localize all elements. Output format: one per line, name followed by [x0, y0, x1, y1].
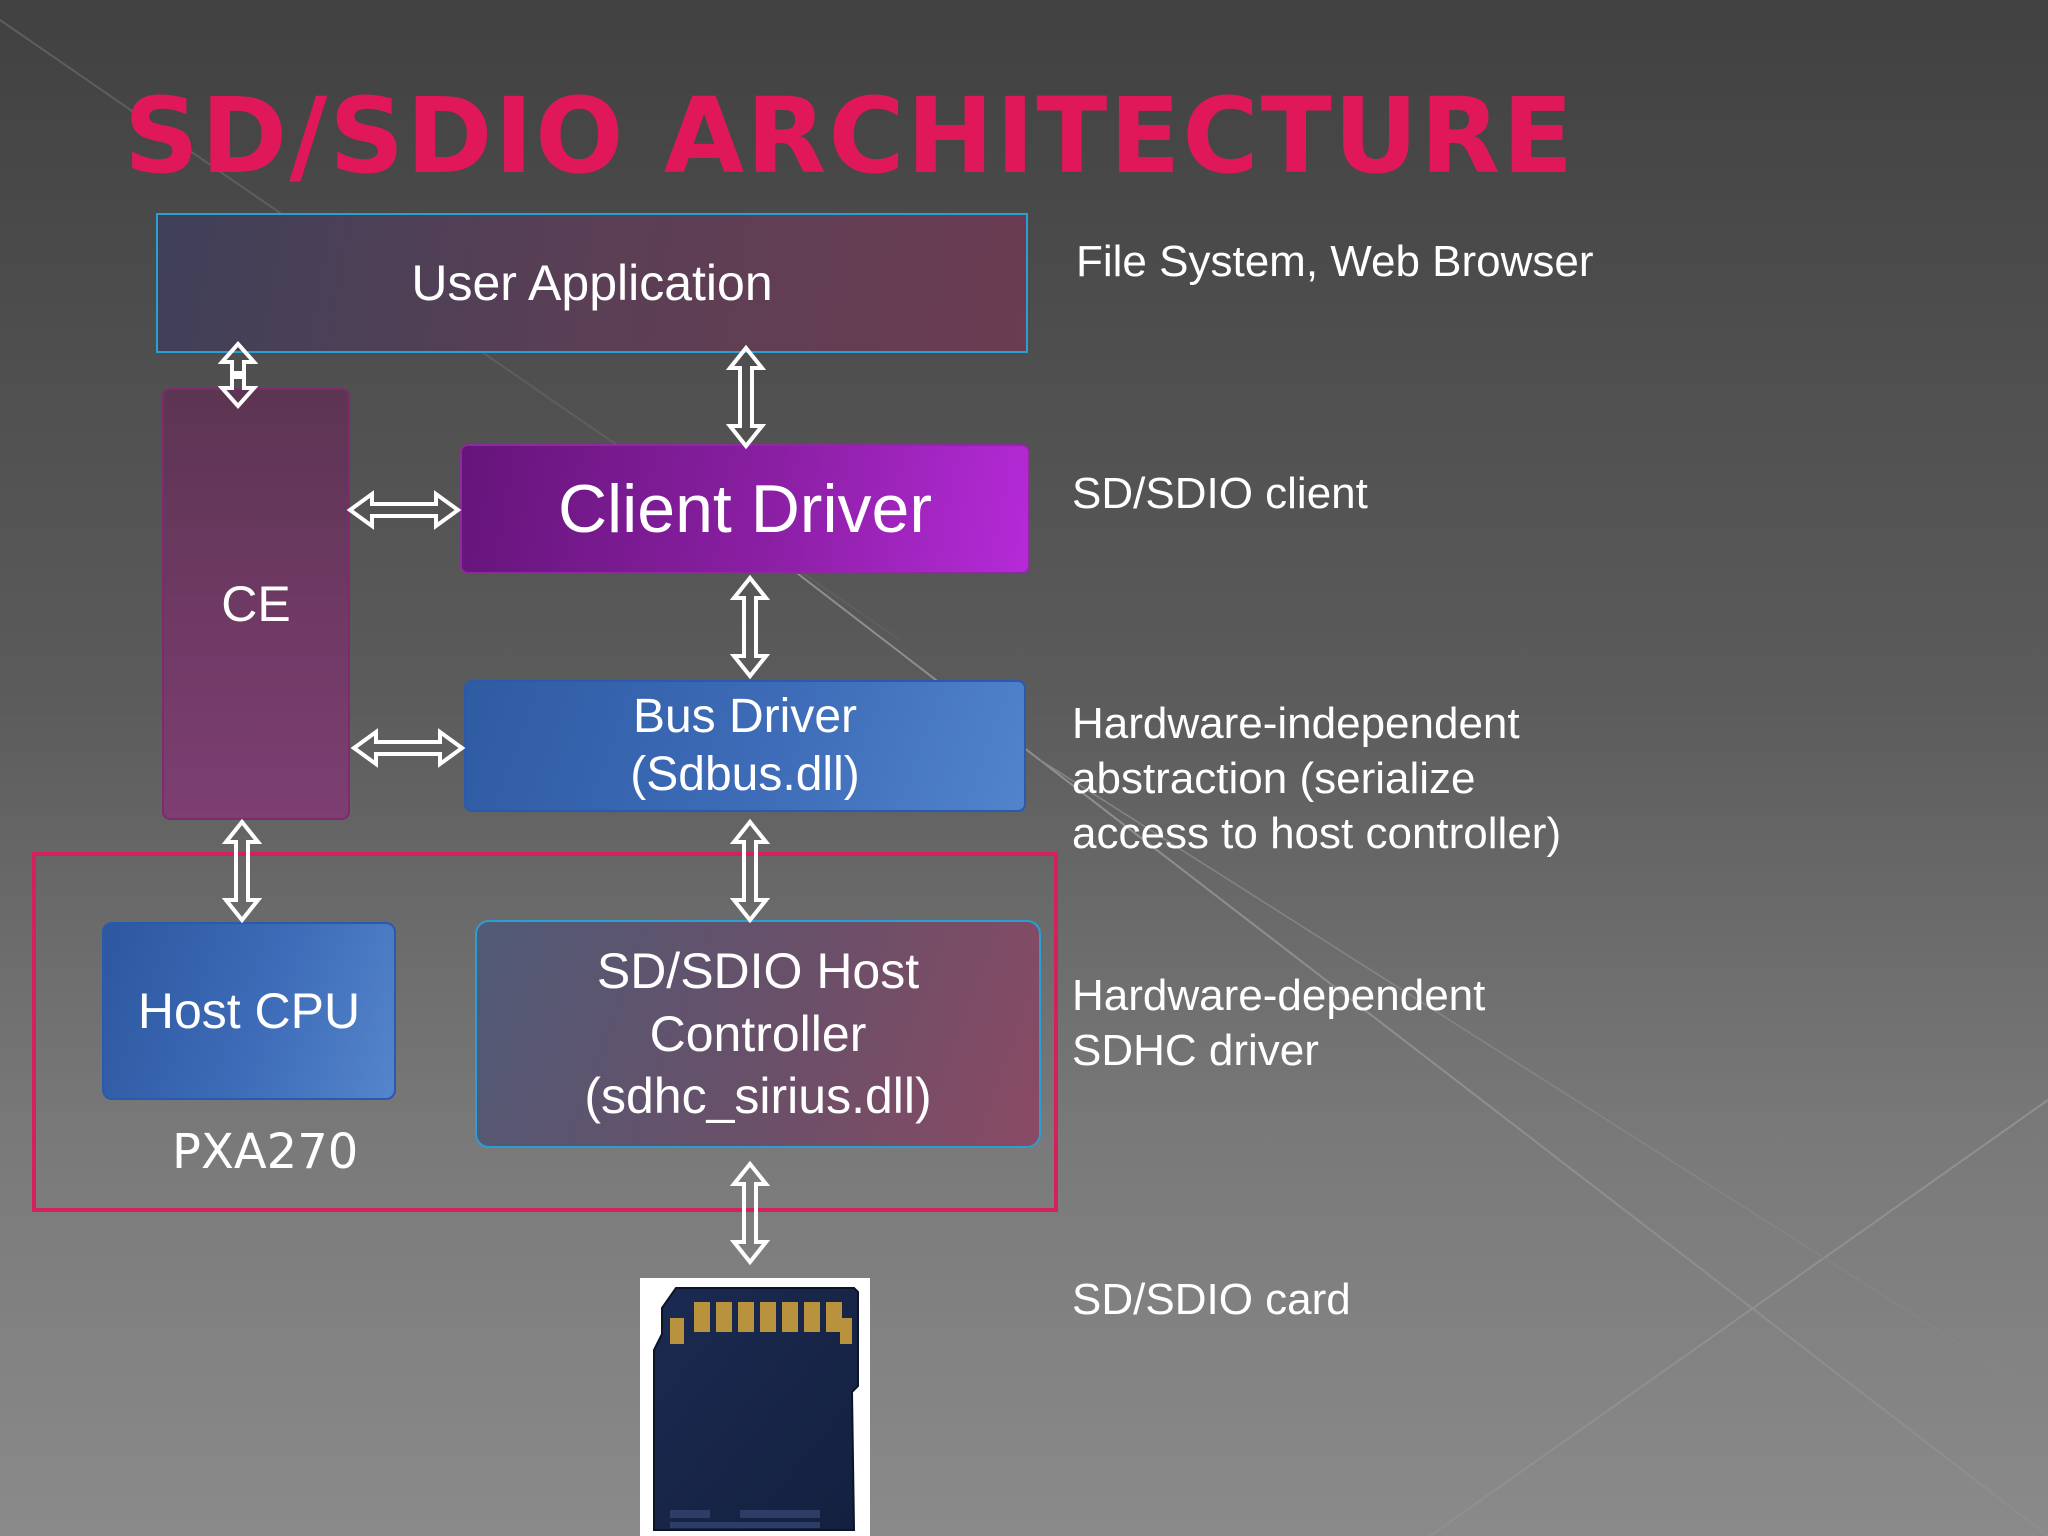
host-controller-box: SD/SDIO Host Controller (sdhc_sirius.dll…	[475, 920, 1041, 1148]
bus-driver-box: Bus Driver (Sdbus.dll)	[464, 680, 1026, 812]
double-arrow-icon-userapp-client	[726, 344, 766, 450]
host-cpu-box: Host CPU	[102, 922, 396, 1100]
double-arrow-icon-hostcontroller-card	[730, 1160, 770, 1266]
note-host: Hardware-dependent SDHC driver	[1072, 971, 1486, 1075]
note-card: SD/SDIO card	[1072, 1275, 1351, 1324]
host-controller-line1: SD/SDIO Host	[596, 943, 920, 1000]
host-controller-dll: (sdhc_sirius.dll)	[584, 1068, 932, 1125]
host-controller-line2: Controller	[649, 1005, 867, 1062]
host-cpu-label: Host CPU	[137, 983, 361, 1039]
client-driver-label: Client Driver	[557, 471, 933, 547]
double-arrow-icon-ce-hostcpu	[222, 818, 262, 924]
user-application-box: User Application	[156, 213, 1028, 353]
ce-label: CE	[221, 576, 291, 632]
slide-title: SD/SDIO ARCHITECTURE	[124, 75, 1576, 197]
pxa270-frame	[32, 852, 1058, 1212]
double-arrow-icon-client-bus	[730, 574, 770, 680]
user-application-label: User Application	[411, 255, 773, 311]
bus-driver-label: Bus Driver	[632, 690, 858, 744]
double-arrow-icon-ce-client	[346, 490, 462, 530]
double-arrow-icon-bus-hostcontroller	[730, 818, 770, 924]
double-arrow-icon-ce-bus	[350, 728, 466, 768]
note-bus: Hardware-independent abstraction (serial…	[1072, 699, 1562, 858]
client-driver-box: Client Driver	[460, 444, 1030, 574]
sd-card-image	[640, 1278, 870, 1536]
double-arrow-icon-userapp-ce	[218, 340, 258, 410]
note-client: SD/SDIO client	[1072, 469, 1368, 518]
ce-box: CE	[162, 388, 350, 820]
pxa270-label: PXA270	[172, 1124, 359, 1180]
bus-driver-dll: (Sdbus.dll)	[630, 748, 860, 801]
note-user-app: File System, Web Browser	[1076, 237, 1594, 286]
